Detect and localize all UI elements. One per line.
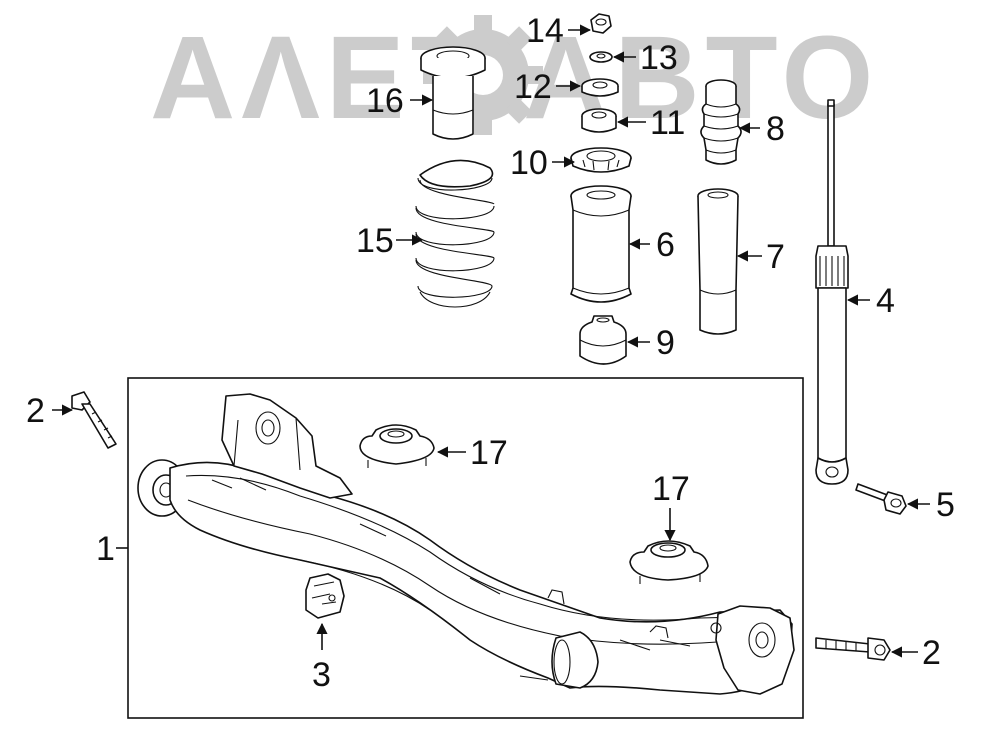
callout-2-left: 2 xyxy=(26,392,45,430)
leader-lines xyxy=(52,24,930,658)
shock-absorber-part xyxy=(815,99,849,485)
callout-4: 4 xyxy=(876,282,895,320)
callout-15: 15 xyxy=(356,222,394,260)
spring-seat-lower-part xyxy=(629,540,709,584)
mount-part xyxy=(570,147,632,173)
axle-beam-part xyxy=(137,393,795,695)
spring-seat-upper-part xyxy=(359,424,435,468)
shock-bolt-part xyxy=(855,483,907,515)
callout-5: 5 xyxy=(936,486,955,524)
callout-17-upper: 17 xyxy=(470,434,508,472)
callout-12: 12 xyxy=(514,68,552,106)
callout-9: 9 xyxy=(656,324,675,362)
callout-3: 3 xyxy=(312,656,331,694)
mount-bushing-part xyxy=(581,108,617,133)
bracket-part xyxy=(305,573,345,619)
callout-8: 8 xyxy=(766,110,785,148)
spring-isolator-part xyxy=(420,46,486,140)
washer-part xyxy=(589,51,613,63)
callout-17-lower: 17 xyxy=(652,470,690,508)
bump-stop-part xyxy=(579,315,627,365)
coil-spring-part xyxy=(415,159,495,308)
callout-1: 1 xyxy=(96,530,115,568)
subframe-bolt-left-part xyxy=(71,391,117,449)
callout-14: 14 xyxy=(526,12,564,50)
callout-11: 11 xyxy=(650,104,685,142)
callout-6: 6 xyxy=(656,226,675,264)
callout-labels: 14 13 12 11 10 16 15 6 7 8 9 4 5 2 2 17 … xyxy=(26,12,955,694)
callout-16: 16 xyxy=(366,82,404,120)
bushing-part xyxy=(581,78,619,97)
dust-boot-part xyxy=(570,185,632,303)
upper-bump-stop-part xyxy=(700,79,742,165)
subframe-bolt-right-part xyxy=(815,637,891,661)
callout-7: 7 xyxy=(766,238,785,276)
shock-boot-part xyxy=(697,188,739,335)
callout-2-right: 2 xyxy=(922,634,941,672)
nut-part xyxy=(590,13,612,34)
callout-10: 10 xyxy=(510,144,548,182)
callout-13: 13 xyxy=(640,39,678,77)
